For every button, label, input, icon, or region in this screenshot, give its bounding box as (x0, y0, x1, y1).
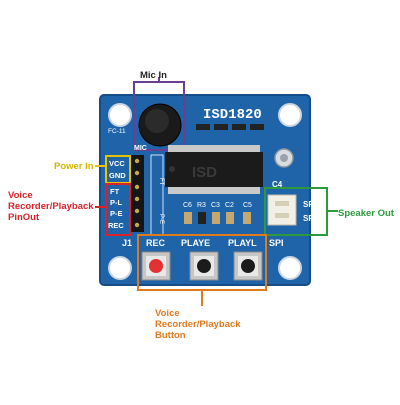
spi-label: SPI (269, 238, 284, 248)
pin-label-rec: REC (108, 221, 124, 230)
smd-component (226, 212, 234, 224)
c4-label: C4 (272, 180, 283, 189)
button-label-playl: PLAYL (228, 238, 257, 248)
mounting-hole-tl (108, 103, 132, 127)
pin-label-ft: FT (110, 187, 120, 196)
pin-label-sp-minus: SP- (303, 214, 317, 223)
speaker-out-annotation: Speaker Out (338, 208, 394, 219)
component-label: C2 (225, 202, 234, 209)
j1-label: J1 (122, 238, 132, 248)
header-pin (134, 158, 140, 164)
vertical-ft-label: FT (158, 178, 164, 186)
pin-label-pl: P-L (110, 198, 123, 207)
component-label: R3 (197, 202, 206, 209)
mic-in-annotation: Mic In (140, 70, 167, 81)
rec-button[interactable] (141, 251, 171, 281)
mic-label: MIC (134, 145, 147, 152)
smd-component (243, 212, 251, 224)
resistor (250, 124, 264, 130)
mounting-hole-bl (108, 256, 132, 280)
resistor (232, 124, 246, 130)
component-label: C3 (211, 202, 220, 209)
chip-title: ISD1820 (203, 107, 262, 123)
ic-notch (169, 166, 175, 172)
vertical-pe-label: P-E (158, 214, 164, 224)
mounting-hole-tr (278, 103, 302, 127)
c5-label: C5 (243, 202, 252, 209)
speaker-pin (275, 201, 289, 206)
pin-label-sp-plus: SP+ (303, 200, 319, 209)
pin-label-gnd: GND (109, 171, 126, 180)
microphone-grille (145, 109, 169, 133)
header-pin (134, 222, 140, 228)
header-pin (134, 208, 140, 214)
capacitor-top (280, 154, 288, 162)
resistor (214, 124, 228, 130)
chip-marking: ISD (192, 164, 217, 181)
smd-component (198, 212, 206, 224)
pinout-box (105, 183, 131, 236)
ic-body (165, 152, 263, 187)
button-label-rec: REC (146, 238, 166, 248)
pin-label-vcc: VCC (109, 159, 125, 168)
pin-header (130, 155, 144, 232)
ic-chip: ISD (165, 145, 263, 194)
speaker-connector (267, 194, 297, 226)
speaker-pin (275, 213, 289, 218)
button-label-playe: PLAYE (181, 238, 210, 248)
fc-label: FC-11 (108, 128, 126, 135)
playl-button[interactable] (233, 251, 263, 281)
header-pin (134, 184, 140, 190)
power-in-annotation: Power In (54, 161, 94, 172)
component-label: C6 (183, 202, 192, 209)
ic-pins-top (168, 145, 260, 153)
header-pin (134, 196, 140, 202)
smd-component (212, 212, 220, 224)
mounting-hole-br (278, 256, 302, 280)
resistor (196, 124, 210, 130)
playe-button[interactable] (189, 251, 219, 281)
pinout-annotation: Voice Recorder/Playback PinOut (8, 190, 94, 223)
smd-component (184, 212, 192, 224)
ic-pins-bottom (168, 186, 260, 194)
header-pin (134, 170, 140, 176)
button-annotation: Voice Recorder/Playback Button (155, 308, 241, 341)
pin-label-pe: P-E (110, 209, 123, 218)
